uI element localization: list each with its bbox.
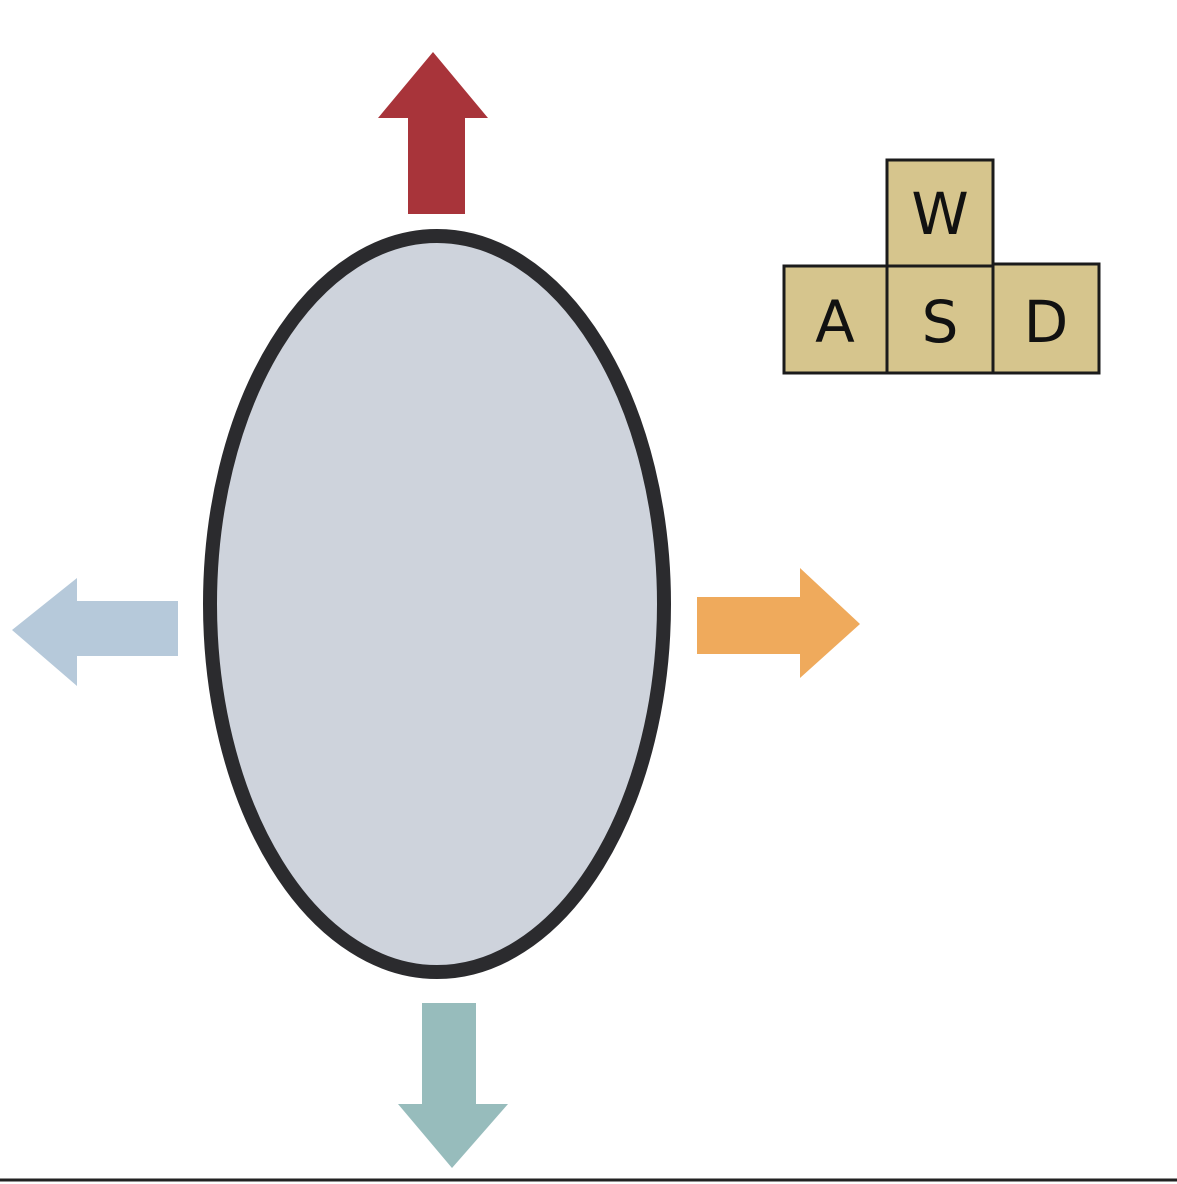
key-w: W — [885, 158, 995, 268]
key-s: S — [885, 264, 995, 375]
arrow-right-icon — [697, 568, 860, 678]
key-d: D — [991, 262, 1101, 375]
key-a-label: A — [815, 288, 855, 356]
arrow-up-icon — [378, 52, 488, 214]
key-a: A — [782, 264, 889, 375]
arrow-down-icon — [398, 1003, 508, 1168]
arrow-left-icon — [12, 578, 178, 686]
key-s-label: S — [922, 288, 959, 356]
body-ellipse — [203, 229, 671, 979]
wasd-keys: W A S D — [782, 158, 1101, 375]
key-d-label: D — [1024, 288, 1069, 356]
key-w-label: W — [911, 180, 968, 248]
